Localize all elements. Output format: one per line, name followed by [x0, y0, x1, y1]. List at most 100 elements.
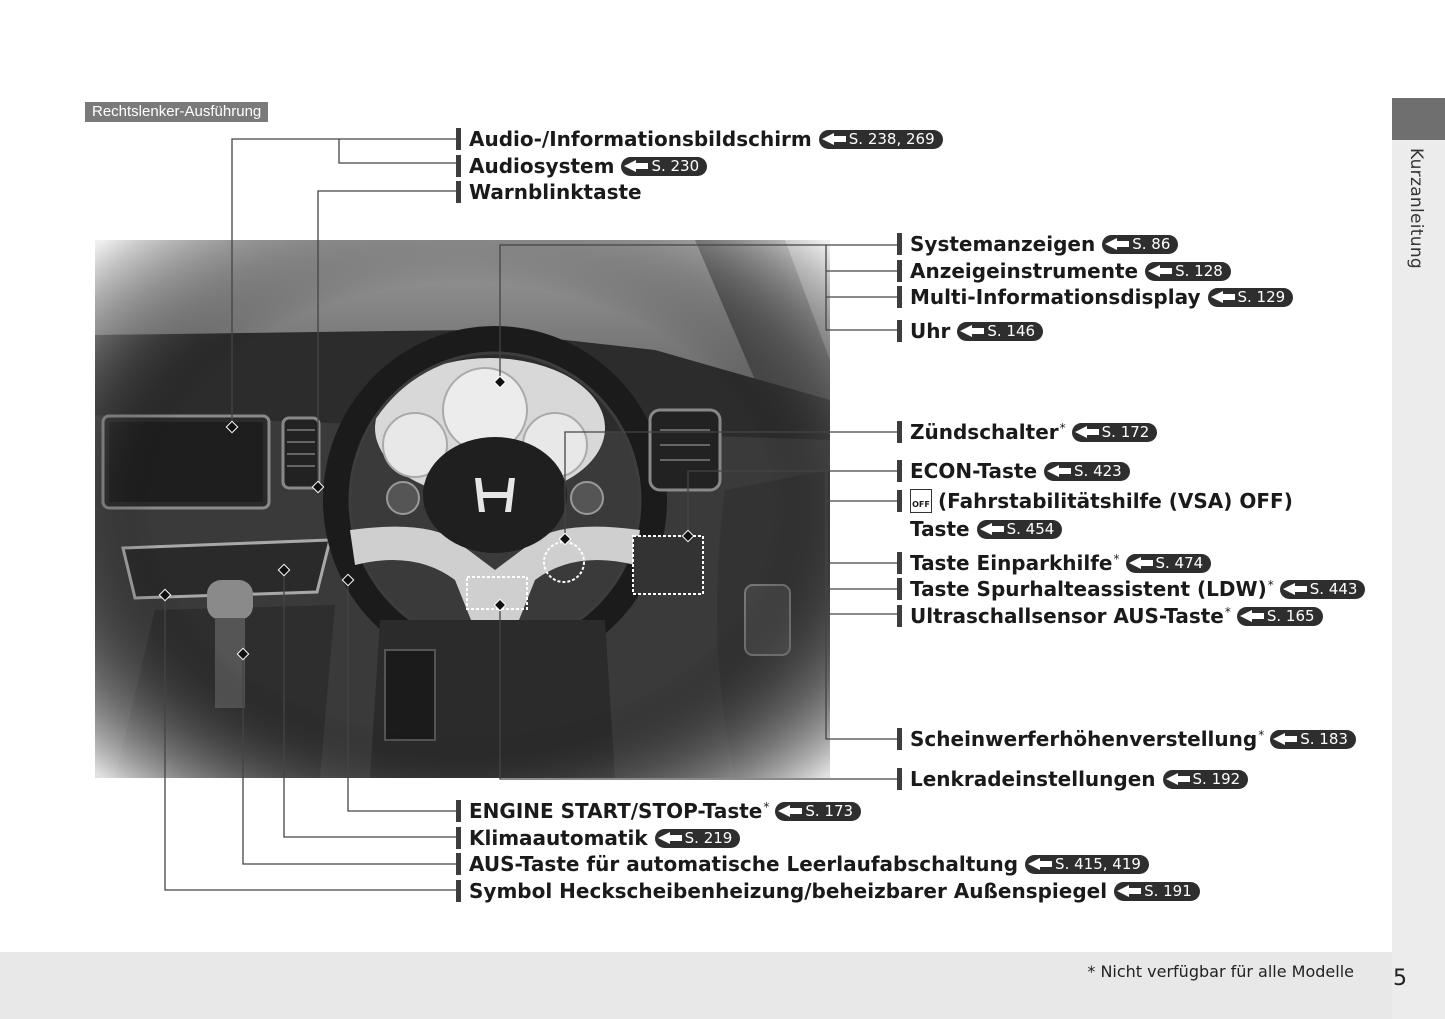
page-ref: S. 219 — [684, 829, 733, 847]
callout-bar — [897, 260, 902, 282]
callout-bar — [897, 421, 902, 443]
footnote-star: * — [1059, 421, 1066, 435]
page-ref: S. 230 — [651, 157, 700, 175]
arrow-ref-icon — [1272, 732, 1298, 746]
variant-label: Rechtslenker-Ausführung — [85, 102, 269, 122]
callout-bar — [456, 181, 461, 203]
page-ref: S. 183 — [1300, 730, 1348, 748]
page-ref: S. 86 — [1132, 235, 1171, 253]
footnote: * Nicht verfügbar für alle Modelle — [1087, 962, 1354, 981]
callout-engine-start-stop: ENGINE START/STOP-Taste* S. 173 — [456, 799, 862, 823]
callout-system-indicators: Systemanzeigen S. 86 — [897, 232, 1179, 256]
callout-hazard-button: Warnblinktaste — [456, 180, 642, 204]
callout-audio-info-screen: Audio-/Informationsbildschirm S. 238, 26… — [456, 127, 943, 151]
page-ref-link[interactable]: S. 129 — [1207, 287, 1294, 307]
callout-label: Anzeigeinstrumente — [910, 259, 1139, 283]
page-ref-link[interactable]: S. 423 — [1044, 461, 1130, 481]
callout-idle-stop-off: AUS-Taste für automatische Leerlaufabsch… — [456, 852, 1149, 876]
callout-bar — [897, 460, 902, 482]
page-ref-link[interactable]: S. 191 — [1114, 881, 1200, 901]
arrow-ref-icon — [979, 522, 1005, 536]
callout-econ-button: ECON-Taste S. 423 — [897, 459, 1130, 483]
page-ref-link[interactable]: S. 454 — [976, 519, 1063, 539]
page-ref-link[interactable]: S. 183 — [1270, 729, 1356, 749]
page-ref: S. 238, 269 — [848, 130, 935, 148]
callout-label: Symbol Heckscheibenheizung/beheizbarer A… — [469, 879, 1108, 903]
page-ref-link[interactable]: S. 219 — [654, 828, 741, 848]
callout-label: Scheinwerferhöhenverstellung — [910, 727, 1258, 751]
callout-bar — [897, 286, 902, 308]
page-ref: S. 165 — [1266, 607, 1315, 625]
page-ref: S. 172 — [1101, 423, 1150, 441]
callout-bar — [456, 155, 461, 177]
page-ref-link[interactable]: S. 172 — [1071, 422, 1158, 442]
page-ref: S. 454 — [1006, 520, 1055, 538]
callout-label: Taste Einparkhilfe — [910, 551, 1113, 575]
page-ref-link[interactable]: S. 173 — [775, 801, 862, 821]
callout-audio-system: Audiosystem S. 230 — [456, 154, 708, 178]
page-ref-link[interactable]: S. 230 — [621, 156, 708, 176]
footnote-star: * — [1258, 728, 1265, 742]
callout-label: Warnblinktaste — [469, 180, 642, 204]
callout-bar — [897, 233, 902, 255]
page-ref-link[interactable]: S. 165 — [1236, 606, 1323, 626]
arrow-ref-icon — [821, 132, 847, 146]
callout-label: Klimaautomatik — [469, 826, 648, 850]
page-ref-link[interactable]: S. 192 — [1162, 769, 1249, 789]
callout-bar — [897, 578, 902, 600]
footnote-star: * — [1224, 605, 1231, 619]
page-ref-link[interactable]: S. 474 — [1125, 553, 1212, 573]
page-ref-link[interactable]: S. 415, 419 — [1025, 854, 1149, 874]
callout-ultrasonic-off: Ultraschallsensor AUS-Taste* S. 165 — [897, 604, 1323, 628]
page-ref: S. 192 — [1192, 770, 1241, 788]
callout-bar — [897, 490, 902, 512]
arrow-ref-icon — [1104, 237, 1130, 251]
callout-label: AUS-Taste für automatische Leerlaufabsch… — [469, 852, 1019, 876]
page-ref: S. 173 — [805, 802, 854, 820]
arrow-ref-icon — [1027, 857, 1053, 871]
callout-label: Zündschalter — [910, 420, 1059, 444]
footnote-star: * — [1113, 552, 1120, 566]
callout-ignition-switch: Zündschalter* S. 172 — [897, 420, 1158, 444]
callout-label: ECON-Taste — [910, 459, 1038, 483]
callout-bar — [897, 320, 902, 342]
arrow-ref-icon — [1128, 556, 1154, 570]
page-ref: S. 443 — [1309, 580, 1358, 598]
callout-label: Lenkradeinstellungen — [910, 767, 1156, 791]
callout-bar — [456, 880, 461, 902]
callout-label: Audiosystem — [469, 154, 615, 178]
dashboard-photo — [95, 240, 830, 778]
callout-bar — [897, 552, 902, 574]
callout-label: Taste — [910, 517, 970, 541]
page-ref: S. 474 — [1155, 554, 1204, 572]
callout-label: Uhr — [910, 319, 951, 343]
arrow-ref-icon — [1046, 464, 1072, 478]
callout-vsa-off: OFF (Fahrstabilitätshilfe (VSA) OFF) — [897, 489, 1293, 513]
page-ref: S. 423 — [1074, 462, 1122, 480]
arrow-ref-icon — [657, 831, 683, 845]
page-ref-link[interactable]: S. 146 — [957, 321, 1044, 341]
page-ref-link[interactable]: S. 86 — [1102, 234, 1179, 254]
page-ref: S. 191 — [1144, 882, 1192, 900]
footnote-star: * — [763, 800, 770, 814]
callout-bar — [456, 853, 461, 875]
section-tab-label: Kurzanleitung — [1406, 148, 1426, 269]
callout-label: Multi-Informationsdisplay — [910, 285, 1201, 309]
section-tab[interactable] — [1392, 98, 1445, 140]
callout-bar — [456, 128, 461, 150]
callout-label: Audio-/Informationsbildschirm — [469, 127, 812, 151]
callout-label: (Fahrstabilitätshilfe (VSA) OFF) — [938, 489, 1293, 513]
page-ref-link[interactable]: S. 238, 269 — [818, 129, 943, 149]
page-ref: S. 146 — [987, 322, 1036, 340]
callout-steering-adjust: Lenkradeinstellungen S. 192 — [897, 767, 1249, 791]
arrow-ref-icon — [1165, 772, 1191, 786]
callout-label: Systemanzeigen — [910, 232, 1096, 256]
page-ref: S. 129 — [1237, 288, 1286, 306]
callout-label: Taste Spurhalteassistent (LDW) — [910, 577, 1267, 601]
arrow-ref-icon — [1239, 609, 1265, 623]
page-ref-link[interactable]: S. 128 — [1145, 261, 1231, 281]
page-number: 5 — [1393, 966, 1407, 991]
callout-clock: Uhr S. 146 — [897, 319, 1044, 343]
callout-headlight-leveling: Scheinwerferhöhenverstellung* S. 183 — [897, 727, 1356, 751]
page-ref-link[interactable]: S. 443 — [1279, 579, 1366, 599]
